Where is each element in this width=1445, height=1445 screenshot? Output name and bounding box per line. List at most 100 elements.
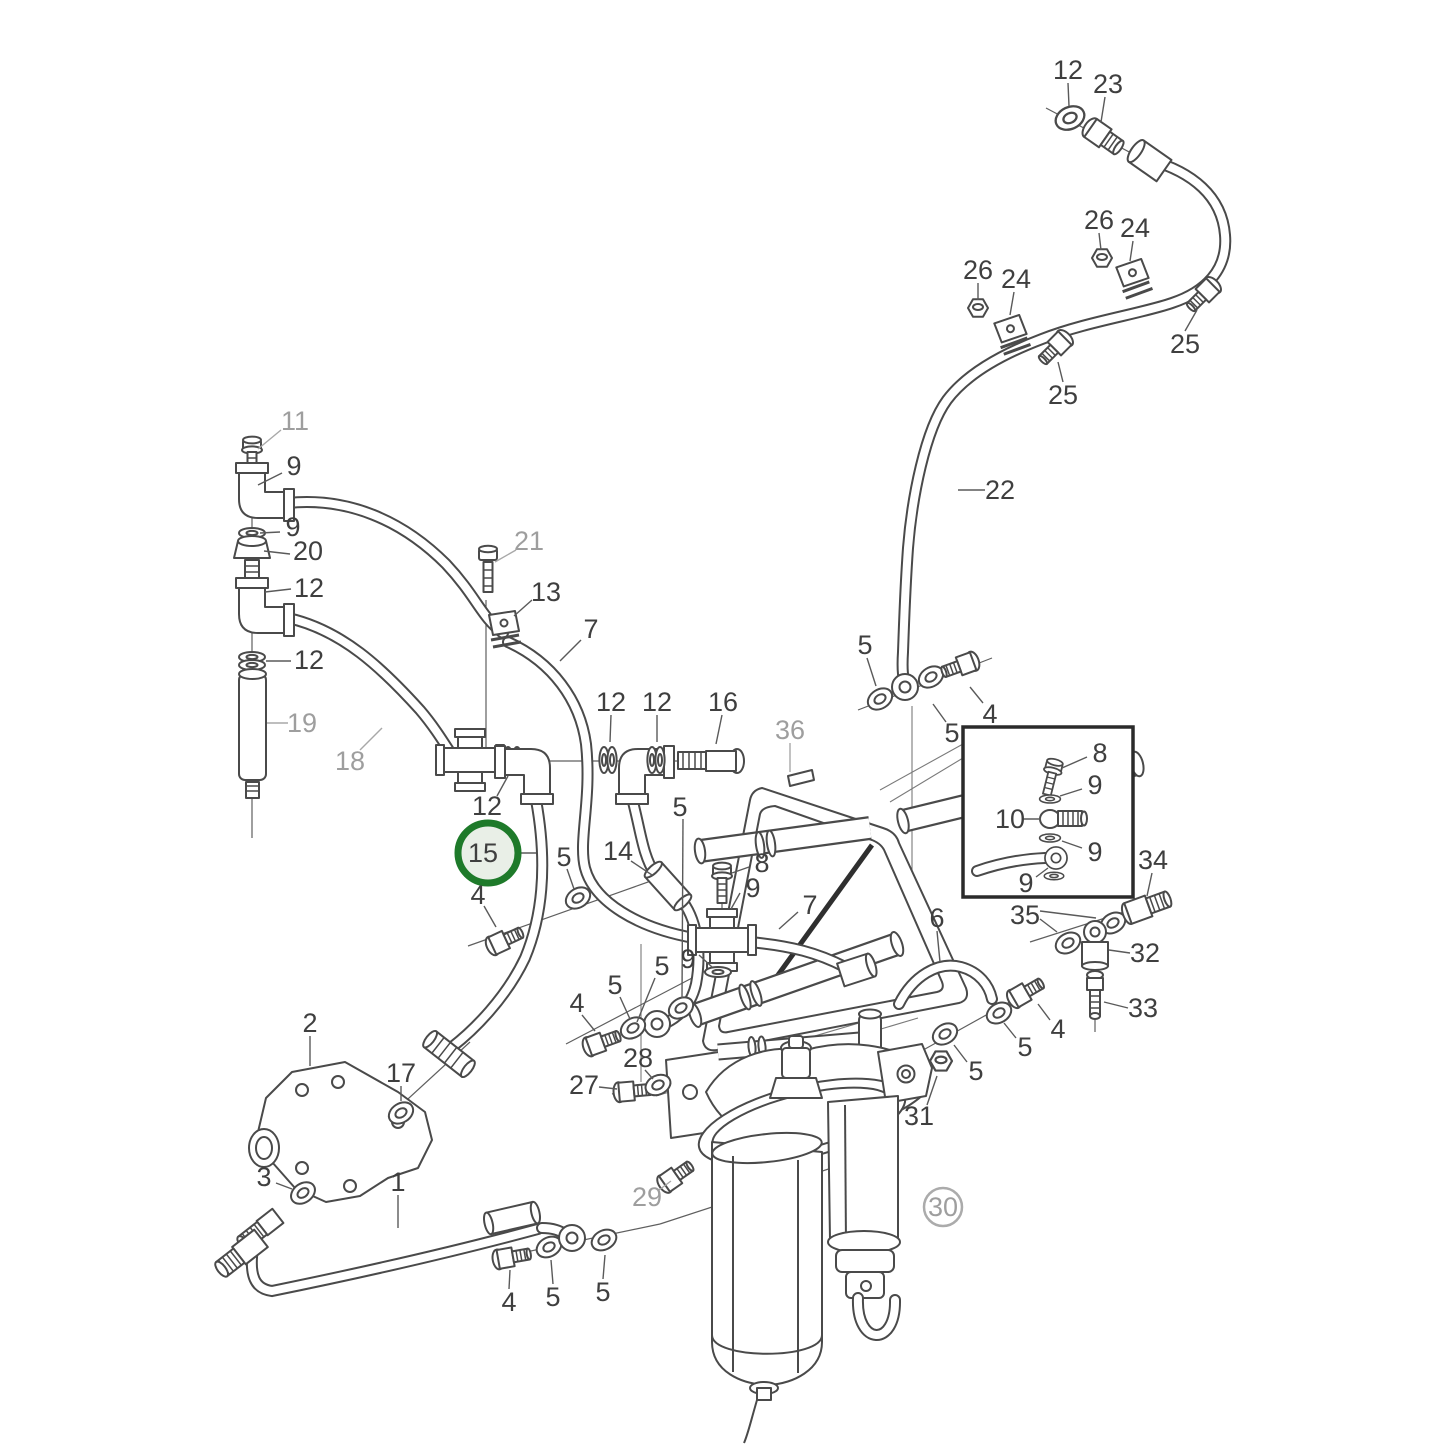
callout-24: 24	[1120, 213, 1150, 243]
leader-25	[1184, 309, 1198, 332]
callout-18: 18	[335, 746, 365, 776]
callout-5: 5	[545, 1282, 560, 1312]
leader-9	[698, 954, 713, 968]
leader-27	[598, 1086, 618, 1090]
callout-8: 8	[1092, 738, 1107, 768]
callout-9: 9	[286, 451, 301, 481]
leader-7	[559, 639, 582, 662]
leader-9	[1061, 840, 1083, 849]
callout-20: 20	[293, 536, 323, 566]
leader-16	[715, 714, 723, 745]
callout-9: 9	[1087, 770, 1102, 800]
callout-4: 4	[470, 880, 485, 910]
leader-29	[658, 1180, 672, 1191]
leader-5	[602, 1254, 606, 1280]
callout-23: 23	[1093, 69, 1123, 99]
leader-5	[866, 657, 877, 687]
callout-5: 5	[607, 970, 622, 1000]
pump-assembly	[236, 1061, 433, 1251]
leader-4	[581, 1014, 596, 1032]
filter-assembly	[665, 1008, 963, 1444]
leader-21	[494, 549, 517, 563]
callout-13: 13	[531, 577, 561, 607]
leader-24	[1009, 291, 1015, 316]
leader-12	[1067, 82, 1070, 107]
leader-4	[1037, 1003, 1051, 1021]
leader-5	[636, 977, 656, 1023]
leader-9	[730, 892, 741, 910]
callout-9: 9	[745, 873, 760, 903]
callout-7: 7	[802, 890, 817, 920]
leader-12	[496, 775, 509, 797]
callout-12: 12	[642, 687, 672, 717]
leader-11	[257, 429, 282, 450]
callout-34: 34	[1138, 845, 1168, 875]
callout-33: 33	[1128, 993, 1158, 1023]
leader-23	[1100, 96, 1106, 123]
reference-circle-30	[922, 1186, 964, 1228]
leader-33	[1103, 1001, 1129, 1009]
callout-4: 4	[569, 988, 584, 1018]
callout-12: 12	[472, 791, 502, 821]
callout-5: 5	[968, 1056, 983, 1086]
leader-5	[619, 996, 631, 1020]
callout-26: 26	[963, 255, 993, 285]
callout-25: 25	[1170, 329, 1200, 359]
callout-12: 12	[596, 687, 626, 717]
highlight-ring-15	[454, 819, 522, 887]
hose1-fittings	[214, 1200, 621, 1278]
callout-25: 25	[1048, 380, 1078, 410]
leader-28	[644, 1069, 654, 1080]
callout-5: 5	[1017, 1032, 1032, 1062]
leader-35	[1039, 918, 1058, 933]
callout-19: 19	[287, 708, 317, 738]
callout-26: 26	[1084, 205, 1114, 235]
callout-22: 22	[985, 475, 1015, 505]
leader-3	[275, 1182, 293, 1190]
leader-32	[1108, 949, 1131, 954]
callout-9: 9	[285, 512, 300, 542]
leader-9	[259, 531, 281, 534]
left-fitting-stack	[233, 435, 295, 799]
leader-5	[566, 868, 575, 890]
leader-14	[630, 860, 653, 876]
callout-28: 28	[623, 1043, 653, 1073]
callout-5: 5	[944, 718, 959, 748]
callout-6: 6	[929, 903, 944, 933]
callout-35: 35	[1010, 900, 1040, 930]
leader-31	[926, 1075, 938, 1106]
leader-13	[513, 599, 533, 617]
leader-8	[1061, 756, 1088, 769]
callout-32: 32	[1130, 938, 1160, 968]
leader-7	[778, 911, 799, 930]
leader-20	[263, 550, 291, 555]
callout-31: 31	[904, 1101, 934, 1131]
callout-12: 12	[1053, 55, 1083, 85]
callout-16: 16	[708, 687, 738, 717]
leader-5	[932, 703, 947, 723]
leader-5	[1003, 1022, 1017, 1039]
callout-12: 12	[294, 645, 324, 675]
callout-4: 4	[982, 699, 997, 729]
callout-10: 10	[995, 804, 1025, 834]
leader-6	[936, 930, 941, 963]
leader-5	[953, 1044, 968, 1063]
leader-9	[257, 472, 283, 486]
callout-11: 11	[281, 406, 309, 436]
callout-5: 5	[595, 1277, 610, 1307]
callout-4: 4	[501, 1287, 516, 1317]
hose-22	[903, 160, 1226, 680]
callout-7: 7	[583, 614, 598, 644]
leader-12	[609, 714, 612, 743]
leader-4	[508, 1269, 511, 1290]
leader-5	[681, 818, 684, 999]
callout-2: 2	[302, 1008, 317, 1038]
right-fittings	[981, 890, 1173, 1029]
callout-5: 5	[556, 842, 571, 872]
callout-4: 4	[1050, 1014, 1065, 1044]
callout-1: 1	[390, 1167, 405, 1197]
leader-4	[969, 686, 984, 704]
callout-27: 27	[569, 1070, 599, 1100]
